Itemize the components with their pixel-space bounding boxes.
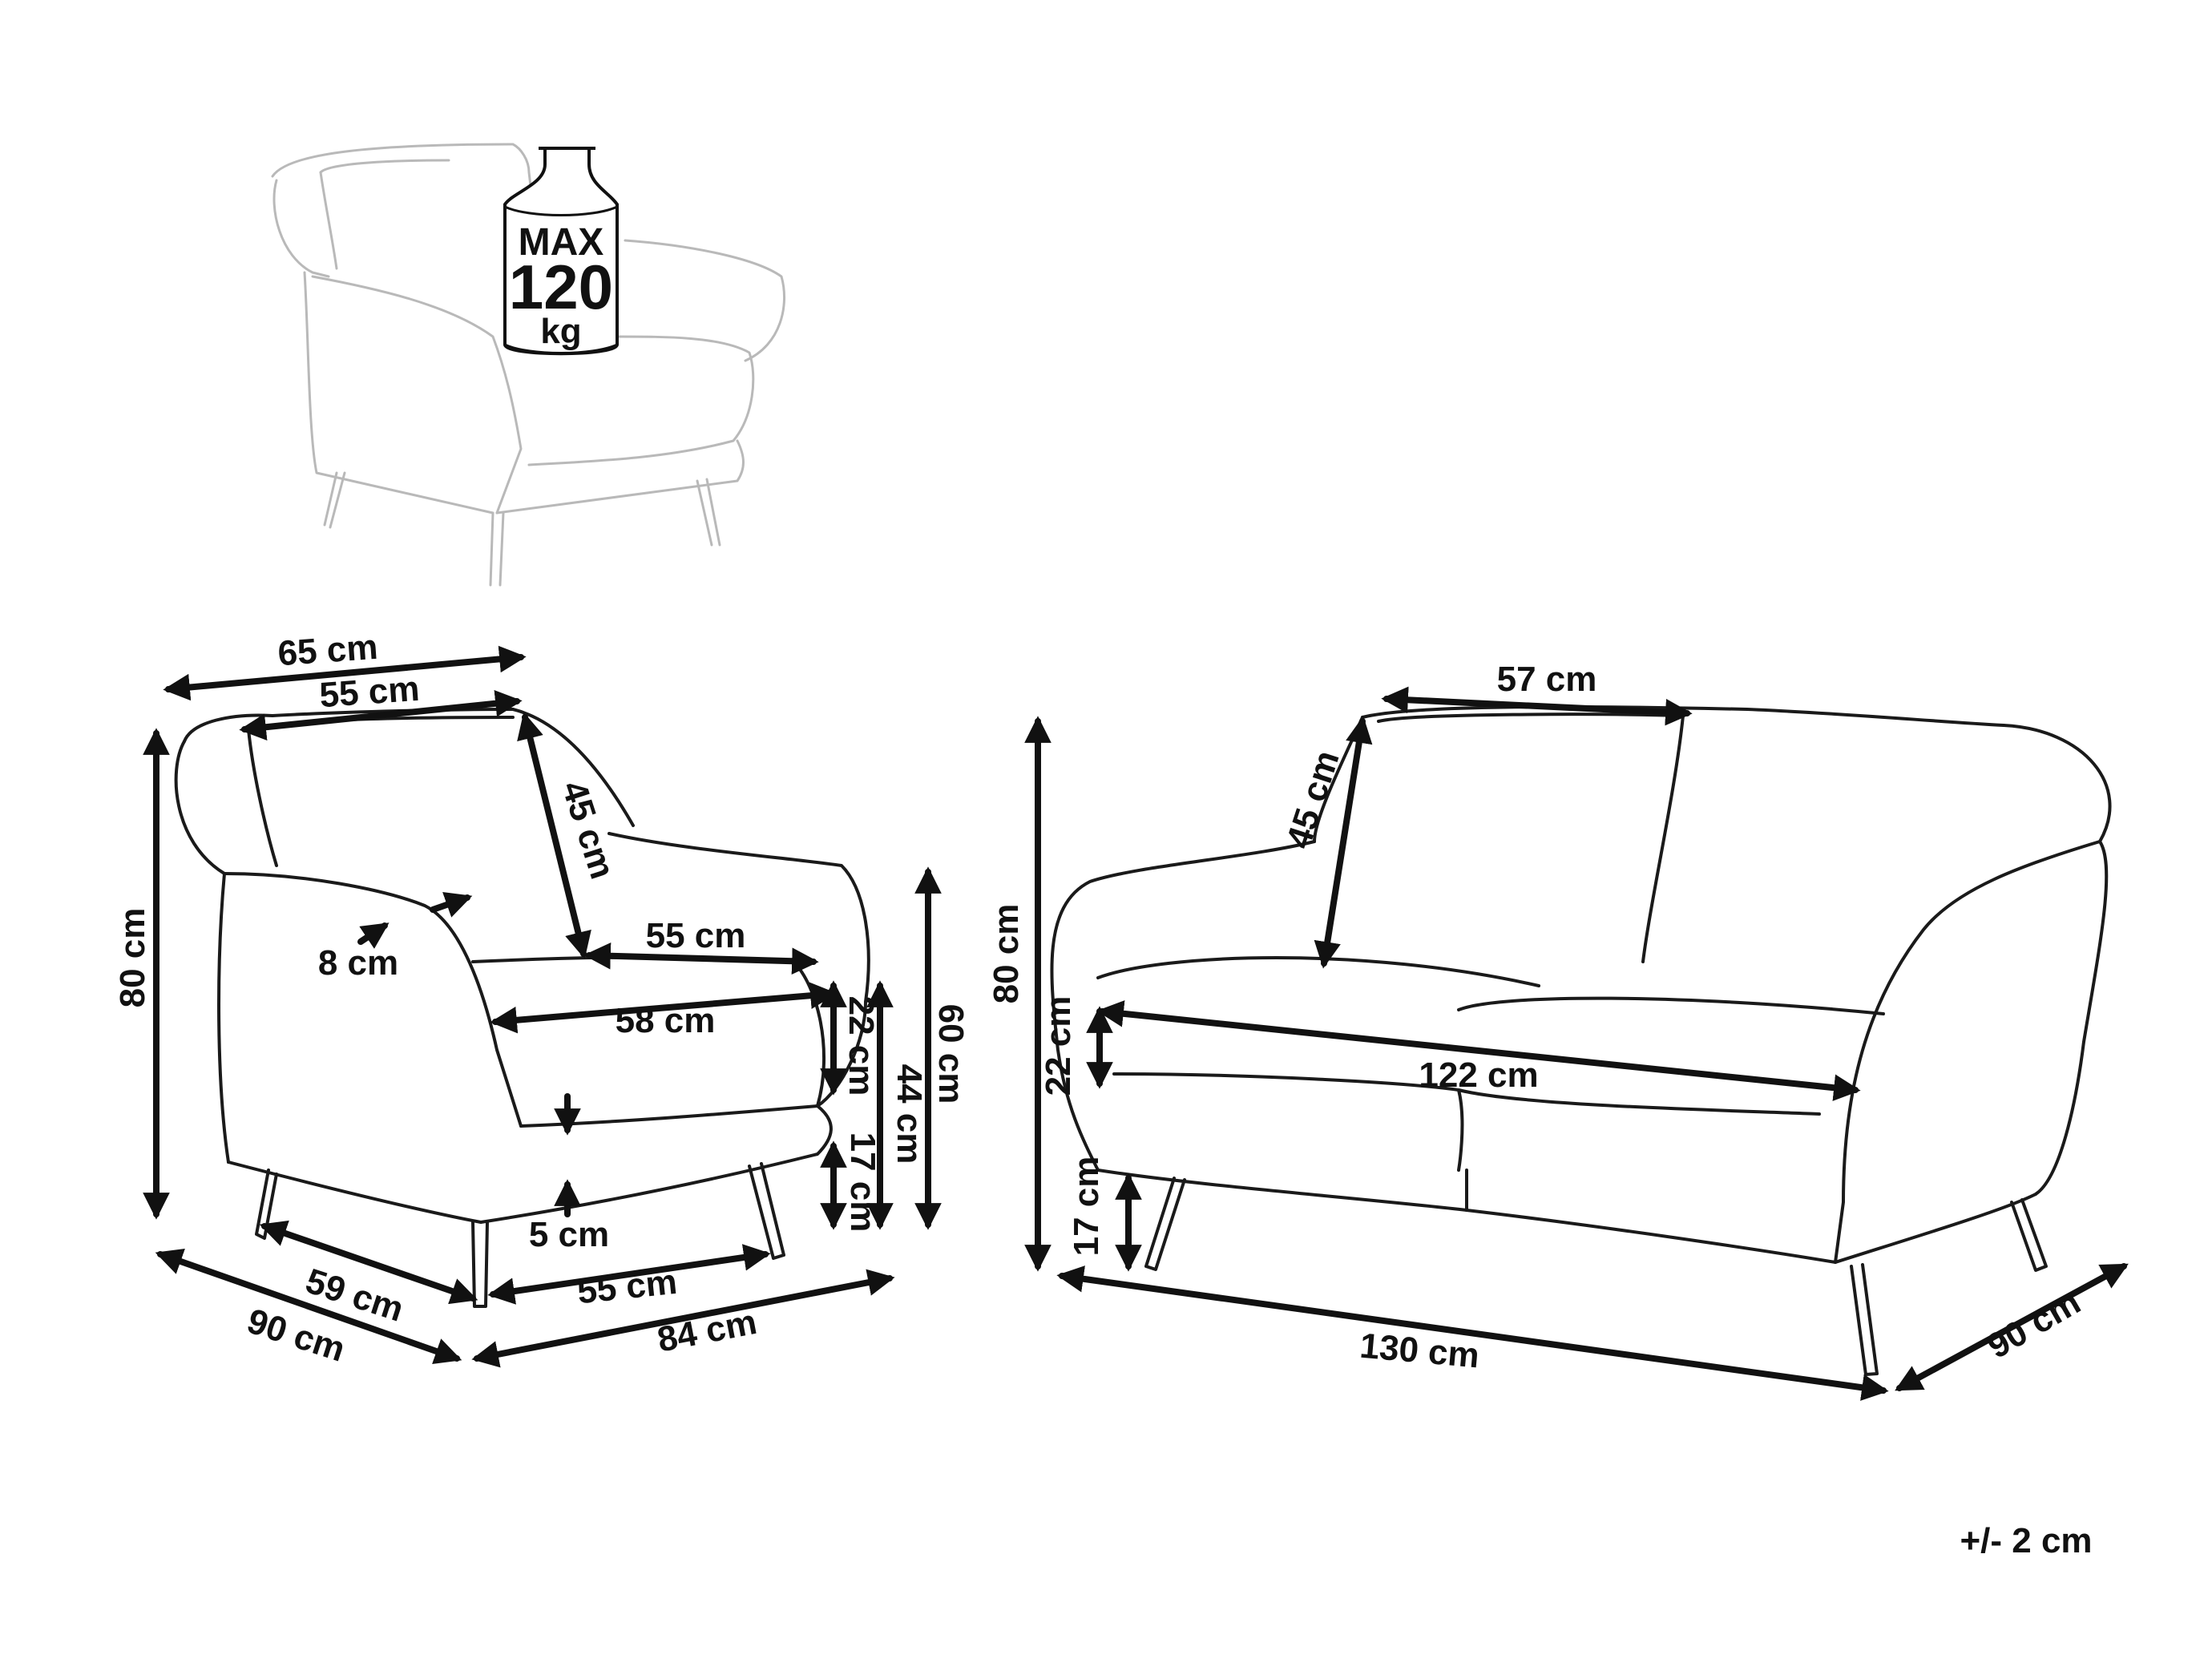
label-armchair-width-total: 65 cm bbox=[276, 628, 379, 674]
label-sofa-leg-height: 17 cm bbox=[1067, 1156, 1106, 1257]
weight-unit-label: kg bbox=[540, 312, 581, 351]
max-weight-badge: MAX 120 kg bbox=[503, 147, 619, 356]
label-armchair-depth-total: 90 cm bbox=[243, 1302, 350, 1370]
label-sofa-seat-width: 122 cm bbox=[1419, 1056, 1538, 1095]
preview-armchair bbox=[271, 143, 786, 587]
weight-value-label: 120 bbox=[509, 252, 613, 322]
label-sofa-height-total: 80 cm bbox=[987, 904, 1026, 1004]
armchair-arm-thickness-arrow-a bbox=[430, 891, 473, 918]
label-armchair-arm-thickness: 8 cm bbox=[318, 943, 398, 983]
sofa-depth-total-arrow bbox=[1895, 1263, 2129, 1391]
label-armchair-arm-height: 60 cm bbox=[931, 1004, 971, 1104]
sofa-back-cushion-width-arrow bbox=[1381, 686, 1693, 726]
label-sofa-cushion-thickness: 22 cm bbox=[1039, 996, 1078, 1096]
armchair-backrest-diag-arrow bbox=[517, 712, 591, 959]
label-armchair-height-total: 80 cm bbox=[113, 908, 152, 1008]
sofa-width-total-arrow bbox=[1056, 1265, 1889, 1401]
armchair-labels: 65 cm 55 cm 45 cm 55 cm 8 cm 58 cm 80 cm… bbox=[113, 628, 971, 1370]
label-armchair-seat-height: 44 cm bbox=[890, 1064, 929, 1165]
sofa-drawing bbox=[1050, 705, 2112, 1376]
armchair-width-total-arrow bbox=[163, 645, 527, 701]
sofa-seat-width-arrow bbox=[1096, 1000, 1861, 1101]
armchair-arm-thickness-arrow-b bbox=[357, 922, 390, 949]
label-armchair-front-leg-inset: 5 cm bbox=[529, 1215, 609, 1254]
label-armchair-leg-height: 17 cm bbox=[843, 1132, 882, 1233]
armchair-width-base-total-arrow bbox=[471, 1269, 895, 1368]
label-sofa-depth-total: 90 cm bbox=[1980, 1282, 2087, 1366]
armchair-seat-depth-arrow bbox=[583, 942, 819, 975]
label-armchair-cushion-thickness: 22 cm bbox=[842, 996, 881, 1096]
armchair-seat-back-width-arrow bbox=[239, 690, 523, 741]
weight-max-label: MAX bbox=[519, 221, 604, 264]
label-armchair-seat-width: 58 cm bbox=[616, 1001, 716, 1040]
armchair-seat-width-arrow bbox=[490, 982, 838, 1034]
label-sofa-back-cushion-width: 57 cm bbox=[1497, 660, 1597, 699]
armchair-depth-total-arrow bbox=[155, 1249, 462, 1364]
label-armchair-base-width: 55 cm bbox=[575, 1262, 679, 1312]
label-armchair-width-base-total: 84 cm bbox=[654, 1302, 760, 1360]
tolerance-note: +/- 2 cm bbox=[1960, 1521, 2092, 1560]
sofa-backrest-diag-arrow bbox=[1314, 716, 1373, 969]
label-sofa-backrest-diag: 45 cm bbox=[1279, 746, 1347, 854]
label-armchair-seat-depth: 55 cm bbox=[646, 916, 746, 955]
armchair-drawing bbox=[174, 708, 870, 1308]
dimension-lines bbox=[143, 645, 2129, 1401]
label-armchair-seat-back-width: 55 cm bbox=[318, 669, 421, 716]
